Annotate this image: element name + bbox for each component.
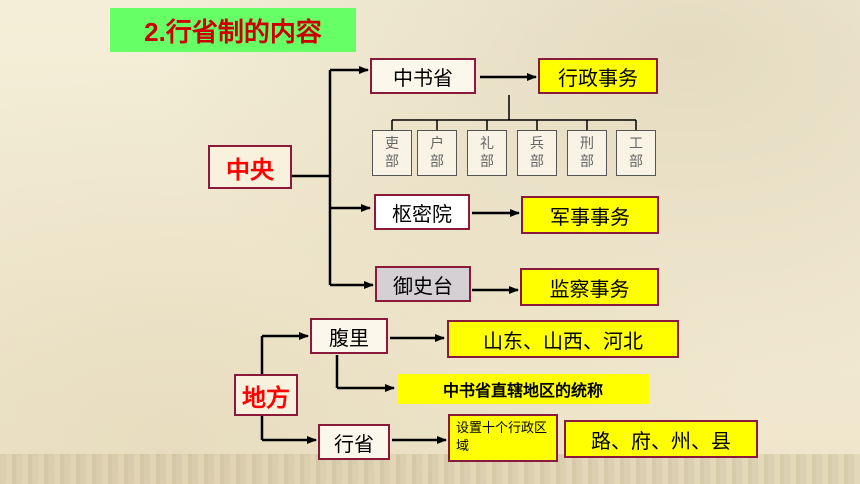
shumi-box: 枢密院	[374, 194, 470, 230]
ministry-bottom: 部	[385, 154, 399, 170]
fuli-regions-box: 山东、山西、河北	[447, 320, 679, 358]
zhongshu-box: 中书省	[370, 58, 476, 94]
ministry-bottom: 部	[480, 154, 494, 170]
ministry-box: 兵 部	[517, 130, 557, 176]
xingsheng-note-box: 设置十个行政区域	[448, 414, 558, 462]
xingsheng-levels-box: 路、府、州、县	[564, 420, 758, 458]
ministry-box: 礼 部	[467, 130, 507, 176]
zhongshu-duty-box: 行政事务	[538, 58, 658, 94]
ministry-bottom: 部	[580, 154, 594, 170]
yushi-box: 御史台	[375, 266, 471, 302]
ministry-bottom: 部	[629, 154, 643, 170]
fuli-box: 腹里	[310, 318, 388, 354]
ministry-top: 工	[629, 136, 643, 152]
decorative-border-strip	[0, 454, 860, 484]
ministry-box: 工 部	[616, 130, 656, 176]
fuli-note-box: 中书省直辖地区的统称	[397, 374, 649, 404]
ministry-box: 吏 部	[372, 130, 412, 176]
ministry-top: 兵	[530, 136, 544, 152]
xingsheng-box: 行省	[318, 424, 390, 460]
ministry-bottom: 部	[430, 154, 444, 170]
ministry-box: 刑 部	[567, 130, 607, 176]
ministry-bottom: 部	[530, 154, 544, 170]
ministry-top: 礼	[480, 136, 494, 152]
yushi-duty-box: 监察事务	[520, 268, 659, 306]
ministry-top: 吏	[385, 136, 399, 152]
ministry-top: 户	[430, 136, 444, 152]
local-label: 地方	[234, 374, 298, 416]
central-label: 中央	[208, 145, 292, 189]
page-title: 2.行省制的内容	[110, 8, 356, 52]
ministry-top: 刑	[580, 136, 594, 152]
ministry-box: 户 部	[417, 130, 457, 176]
shumi-duty-box: 军事事务	[521, 196, 659, 234]
